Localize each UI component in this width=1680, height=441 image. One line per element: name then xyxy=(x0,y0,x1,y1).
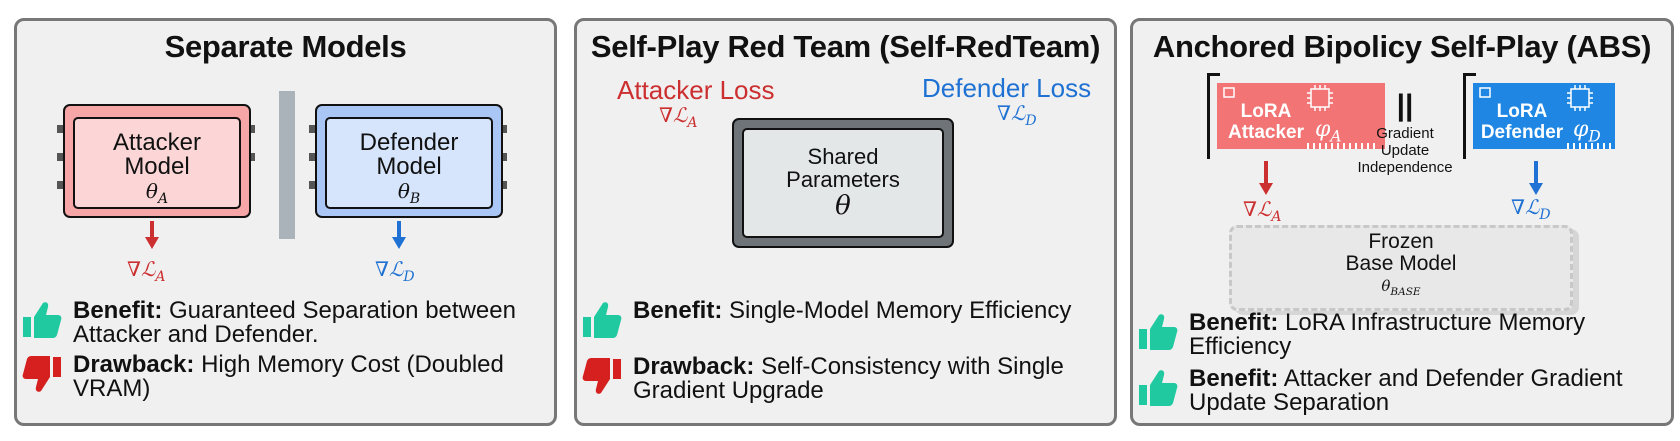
defender-model-param: θB xyxy=(397,179,421,207)
frozen-line2: Base Model xyxy=(1345,252,1457,275)
frozen-param: θBASE xyxy=(1381,277,1421,298)
panel-title: Separate Models xyxy=(164,29,407,64)
lora-defender-chip xyxy=(1463,73,1615,159)
benefit-label: Benefit: xyxy=(73,297,163,324)
thumbs-down-icon xyxy=(582,358,621,394)
frozen-base-model-label: Frozen Base Model θBASE xyxy=(1229,231,1573,303)
arrow-down-icon xyxy=(392,221,406,249)
shared-line1: Shared xyxy=(807,144,879,169)
benefit-text: Benefit: Guaranteed Separation between A… xyxy=(73,299,541,347)
arrow-down-icon xyxy=(145,221,159,249)
frozen-line1: Frozen xyxy=(1368,230,1434,253)
thumbs-up-icon xyxy=(583,302,622,338)
drawback-description: High Memory Cost (Doubled VRAM) xyxy=(73,351,504,402)
thumbs-up-icon xyxy=(1139,314,1178,350)
thumbs-up-icon xyxy=(1139,370,1178,406)
shared-param: θ xyxy=(835,191,851,221)
lora-defender-label: LoRA Defender xyxy=(1475,101,1569,143)
thumbs-up-icon xyxy=(23,302,62,338)
attacker-gradient-label: ∇ℒA xyxy=(1243,197,1282,225)
independence-symbol: || xyxy=(1396,89,1414,122)
benefit-row: Benefit: Single-Model Memory Efficiency xyxy=(581,299,1101,341)
attacker-gradient-label: ∇ℒA xyxy=(127,257,166,285)
benefit-label: Benefit: xyxy=(1189,365,1279,392)
defender-model-line1: Defender xyxy=(359,129,459,156)
defender-model-label: Defender Model θB xyxy=(326,131,492,211)
attacker-model-label: Attacker Model θA xyxy=(74,131,240,211)
panel-self-redteam: Self-Play Red Team (Self-RedTeam) Attack… xyxy=(574,18,1117,426)
benefit-row: Benefit: LoRA Infrastructure Memory Effi… xyxy=(1137,311,1657,359)
benefit-text: Benefit: Attacker and Defender Gradient … xyxy=(1189,367,1657,415)
arrow-down-icon xyxy=(1259,161,1273,195)
drawback-text: Drawback: High Memory Cost (Doubled VRAM… xyxy=(73,353,541,401)
lora-attacker-chip xyxy=(1207,73,1385,159)
attacker-gradient-label: ∇ℒA xyxy=(659,103,698,131)
attacker-model-line1: Attacker xyxy=(112,129,202,156)
lora-defender-line1: LoRA xyxy=(1496,101,1548,122)
benefit-description: Guaranteed Separation between Attacker a… xyxy=(73,297,516,348)
attacker-model-line2: Model xyxy=(124,153,190,180)
independence-label: Gradient Update Independence xyxy=(1349,125,1461,176)
drawback-description: Self-Consistency with Single Gradient Up… xyxy=(633,353,1064,404)
drawback-row: Drawback: High Memory Cost (Doubled VRAM… xyxy=(21,353,541,401)
defender-gradient-label: ∇ℒD xyxy=(375,257,415,285)
lora-attacker-line1: LoRA xyxy=(1240,101,1292,122)
benefit-label: Benefit: xyxy=(1189,309,1279,336)
benefit-label: Benefit: xyxy=(633,297,723,324)
independence-line1: Gradient xyxy=(1376,125,1434,142)
benefit-description: LoRA Infrastructure Memory Efficiency xyxy=(1189,309,1586,360)
separator-bar xyxy=(279,91,295,239)
benefit-row: Benefit: Attacker and Defender Gradient … xyxy=(1137,367,1657,415)
benefit-text: Benefit: LoRA Infrastructure Memory Effi… xyxy=(1189,311,1657,359)
defender-model-line2: Model xyxy=(376,153,442,180)
lora-defender-param: φD xyxy=(1573,117,1601,146)
benefit-description: Attacker and Defender Gradient Update Se… xyxy=(1189,365,1623,416)
benefit-description: Single-Model Memory Efficiency xyxy=(729,297,1072,324)
drawback-text: Drawback: Self-Consistency with Single G… xyxy=(633,355,1101,403)
benefit-row: Benefit: Guaranteed Separation between A… xyxy=(21,299,541,347)
shared-parameters-block xyxy=(732,118,954,248)
independence-line3: Independence xyxy=(1357,159,1453,176)
attacker-model-block xyxy=(57,104,255,218)
benefit-text: Benefit: Single-Model Memory Efficiency xyxy=(633,299,1071,323)
lora-attacker-param: φA xyxy=(1315,117,1342,146)
shared-line2: Parameters xyxy=(786,167,900,192)
lora-attacker-line2: Attacker xyxy=(1227,122,1305,143)
defender-gradient-label: ∇ℒD xyxy=(1511,195,1551,223)
panel-title: Anchored Bipolicy Self-Play (ABS) xyxy=(1152,29,1652,64)
drawback-row: Drawback: Self-Consistency with Single G… xyxy=(581,355,1101,403)
panel-title: Self-Play Red Team (Self-RedTeam) xyxy=(590,29,1101,64)
panel-abs: Anchored Bipolicy Self-Play (ABS) LoRA A… xyxy=(1130,18,1674,426)
frozen-base-model-block xyxy=(1229,225,1573,311)
defender-model-block xyxy=(309,104,507,218)
independence-line2: Update xyxy=(1380,142,1430,159)
defender-loss-label: Defender Loss xyxy=(922,73,1092,103)
drawback-label: Drawback: xyxy=(633,353,755,380)
thumbs-down-icon xyxy=(22,356,61,392)
attacker-loss-label: Attacker Loss xyxy=(617,75,775,105)
defender-gradient-label: ∇ℒD xyxy=(997,101,1037,129)
arrow-down-icon xyxy=(1529,161,1543,195)
attacker-model-param: θA xyxy=(145,179,169,207)
shared-parameters-label: Shared Parameters θ xyxy=(743,145,943,221)
panel-separate-models: Separate Models Attacker Model θA Defend… xyxy=(14,18,557,426)
lora-defender-line2: Defender xyxy=(1480,122,1564,143)
drawback-label: Drawback: xyxy=(73,351,195,378)
lora-attacker-label: LoRA Attacker xyxy=(1221,101,1311,143)
